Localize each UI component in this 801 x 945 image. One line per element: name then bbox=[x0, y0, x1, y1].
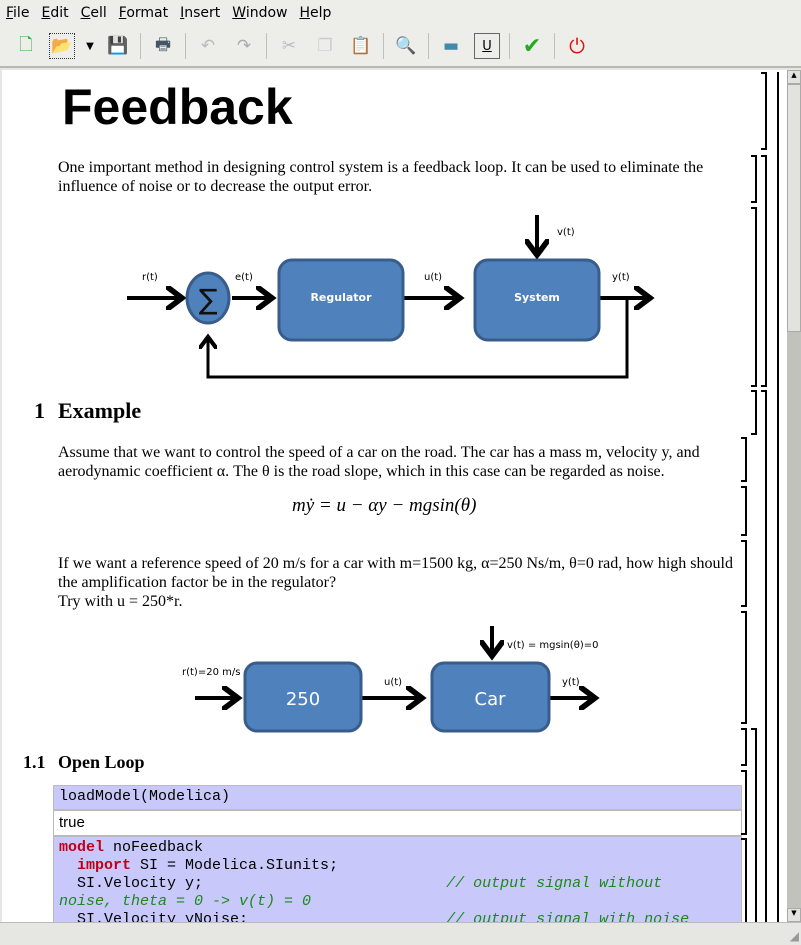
cell-bracket[interactable] bbox=[751, 728, 757, 922]
hint-text: Try with u = 250*r. bbox=[58, 593, 183, 610]
code-comment: // output signal without bbox=[446, 875, 663, 892]
input-cell-loadmodel[interactable]: loadModel(Modelica) bbox=[53, 785, 742, 810]
menu-file[interactable]: File bbox=[6, 5, 30, 21]
sum-symbol: ∑ bbox=[199, 283, 218, 316]
paste-icon[interactable]: 📋 bbox=[350, 36, 372, 56]
cell-bracket[interactable] bbox=[741, 486, 747, 536]
separator bbox=[554, 33, 555, 59]
u-label: u(t) bbox=[384, 677, 402, 688]
separator bbox=[266, 33, 267, 59]
equation: mẏ = u − αy − mgsin(θ) bbox=[292, 495, 477, 516]
cell-bracket[interactable] bbox=[751, 207, 757, 387]
car-block bbox=[430, 661, 551, 733]
y-label: y(t) bbox=[612, 272, 630, 283]
cell-bracket[interactable] bbox=[751, 390, 757, 435]
keyword: model bbox=[59, 839, 105, 856]
notebook-document: Feedback One important method in designi… bbox=[2, 70, 787, 922]
example-text: Assume that we want to control the speed… bbox=[58, 444, 700, 480]
v-label: v(t) bbox=[557, 227, 575, 238]
search-icon[interactable]: 🔍 bbox=[395, 36, 417, 56]
intro-text: One important method in designing contro… bbox=[58, 159, 704, 195]
copy-icon[interactable]: ❐ bbox=[317, 36, 333, 56]
u-label: u(t) bbox=[424, 272, 442, 283]
redo-icon[interactable]: ↷ bbox=[236, 36, 252, 56]
menu-help[interactable]: Help bbox=[299, 5, 332, 21]
menu-format[interactable]: Format bbox=[118, 5, 169, 21]
scrollbar-thumb[interactable] bbox=[787, 84, 801, 332]
cell-bracket[interactable] bbox=[741, 611, 747, 724]
separator bbox=[140, 33, 141, 59]
input-cell-model[interactable]: model noFeedback import SI = Modelica.SI… bbox=[53, 836, 742, 922]
scroll-up-icon[interactable]: ▲ bbox=[787, 70, 801, 84]
keyword: import bbox=[77, 857, 132, 874]
image-icon[interactable]: ▬ bbox=[442, 36, 460, 56]
cut-icon[interactable]: ✂ bbox=[281, 36, 297, 56]
section-heading: Example bbox=[58, 398, 142, 423]
menu-cell[interactable]: Cell bbox=[80, 5, 107, 21]
new-file-icon[interactable]: 🗋 bbox=[19, 34, 33, 55]
code-comment: // output signal with noise bbox=[446, 911, 690, 922]
code-text: SI = Modelica.SIunits; bbox=[131, 857, 339, 874]
cell-input-text: loadModel(Modelica) bbox=[59, 788, 231, 805]
underline-icon[interactable]: U bbox=[474, 33, 500, 59]
regulator-block bbox=[277, 258, 405, 342]
separator bbox=[185, 33, 186, 59]
subsection-number: 1.1 bbox=[23, 752, 46, 772]
cell-bracket[interactable] bbox=[741, 838, 747, 922]
cell-bracket[interactable] bbox=[751, 155, 757, 203]
question-text: If we want a reference speed of 20 m/s f… bbox=[58, 555, 733, 591]
menu-bar: File Edit Cell Format Insert Window Help bbox=[0, 0, 801, 26]
cell-bracket[interactable] bbox=[761, 72, 767, 150]
cell-bracket[interactable] bbox=[741, 770, 747, 835]
separator bbox=[383, 33, 384, 59]
r-label: r(t) bbox=[142, 272, 158, 283]
page-title: Feedback bbox=[62, 79, 293, 135]
separator bbox=[509, 33, 510, 59]
cell-bracket[interactable] bbox=[741, 540, 747, 607]
gain-label: 250 bbox=[286, 689, 320, 710]
separator bbox=[428, 33, 429, 59]
resize-grip-icon[interactable]: ◢ bbox=[789, 929, 799, 943]
car-diagram: 250 Car r(t)=20 m/s u(t) v(t) = mgsin(θ)… bbox=[182, 626, 620, 733]
car-label: Car bbox=[475, 689, 507, 710]
menu-window[interactable]: Window bbox=[232, 5, 288, 21]
cell-bracket[interactable] bbox=[761, 390, 767, 922]
cell-bracket[interactable] bbox=[741, 437, 747, 482]
code-text: SI.Velocity y; bbox=[59, 875, 447, 892]
subsection-heading: Open Loop bbox=[58, 752, 145, 772]
system-label: System bbox=[514, 291, 560, 304]
e-label: e(t) bbox=[235, 272, 253, 283]
menu-insert[interactable]: Insert bbox=[180, 5, 221, 21]
r-label: r(t)=20 m/s bbox=[182, 667, 240, 678]
cell-bracket[interactable] bbox=[761, 155, 767, 387]
v-label: v(t) = mgsin(θ)=0 bbox=[507, 640, 598, 651]
open-file-icon[interactable]: 📂 bbox=[49, 33, 75, 59]
output-cell: true bbox=[53, 810, 742, 836]
open-dropdown-icon[interactable]: ▼ bbox=[86, 40, 94, 52]
code-comment: noise, theta = 0 -> v(t) = 0 bbox=[59, 893, 312, 910]
print-icon[interactable]: 🖶 bbox=[154, 34, 172, 55]
y-label: y(t) bbox=[562, 677, 580, 688]
save-icon[interactable]: 💾 bbox=[107, 36, 129, 56]
cell-bracket[interactable] bbox=[741, 728, 747, 766]
scroll-down-icon[interactable]: ▼ bbox=[787, 908, 801, 922]
code-text: SI.Velocity yNoise; bbox=[59, 911, 447, 922]
menu-edit[interactable]: Edit bbox=[41, 5, 69, 21]
system-block bbox=[473, 258, 601, 342]
section-number: 1 bbox=[34, 398, 45, 423]
cell-bracket[interactable] bbox=[777, 72, 779, 922]
gain-block bbox=[243, 661, 363, 733]
undo-icon[interactable]: ↶ bbox=[200, 36, 216, 56]
vertical-scrollbar[interactable]: ▲ ▼ bbox=[787, 70, 801, 922]
quit-icon[interactable]: ⏻ bbox=[569, 34, 585, 58]
code-text: noFeedback bbox=[104, 839, 204, 856]
feedback-diagram: ∑ Regulator System r(t) e(t) u(t) v(t) y… bbox=[127, 215, 662, 379]
evaluate-check-icon[interactable]: ✔ bbox=[522, 33, 542, 59]
sum-node bbox=[185, 271, 231, 325]
regulator-label: Regulator bbox=[310, 291, 372, 304]
cell-output-text: true bbox=[59, 814, 85, 831]
toolbar: 🗋 📂 ▼ 💾 🖶 ↶ ↷ ✂ ❐ 📋 🔍 ▬ U ✔ ⏻ bbox=[0, 26, 801, 68]
status-bar: ◢ bbox=[0, 922, 801, 945]
